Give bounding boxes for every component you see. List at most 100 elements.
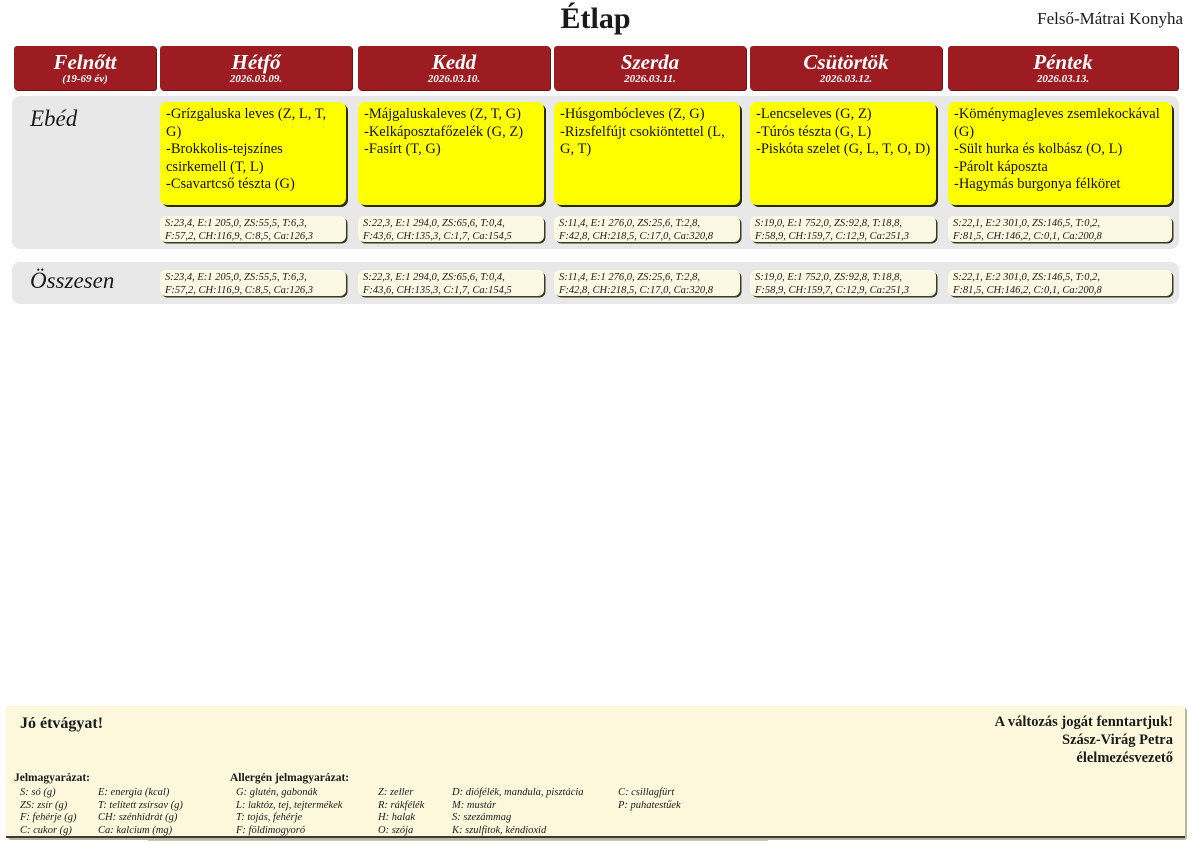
totals-line: S:23,4, E:1 205,0, ZS:55,5, T:6,3,: [165, 272, 307, 283]
totals-line: F:58,9, CH:159,7, C:12,9, Ca:251,3: [755, 284, 909, 296]
totals-block: Összesen S:23,4, E:1 205,0, ZS:55,5, T:6…: [12, 262, 1179, 304]
legend-entry: R: rákfélék: [378, 799, 425, 811]
day-header-name: Hétfő: [231, 49, 281, 74]
disclaimer-line-2: Szász-Virág Petra: [1062, 732, 1173, 748]
totals-card[interactable]: S:22,3, E:1 294,0, ZS:65,6, T:0,4,F:43,6…: [358, 270, 544, 296]
day-header-date: 2026.03.13.: [1036, 72, 1090, 85]
dish-line: -Köménymagleves zsemlekockával (G): [954, 106, 1160, 140]
nutrition-line: S:23,4, E:1 205,0, ZS:55,5, T:6,3,: [165, 218, 307, 229]
disclaimer-line-1: A változás jogát fenntartjuk!: [994, 714, 1173, 730]
day-header-date: 2026.03.11.: [624, 72, 676, 85]
bottom-edge-strip: [148, 840, 768, 844]
totals-card[interactable]: S:23,4, E:1 205,0, ZS:55,5, T:6,3,F:57,2…: [160, 270, 346, 296]
nutrition-line: F:81,5, CH:146,2, C:0,1, Ca:200,8: [953, 230, 1102, 242]
day-header-name: Csütörtök: [803, 49, 889, 74]
legend-column-nutrients-1: S: só (g)ZS: zsír (g)F: fehérje (g)C: cu…: [20, 787, 77, 837]
legend-entry: S: só (g): [20, 787, 56, 798]
footer-divider: [6, 836, 1185, 838]
dish-line: -Hagymás burgonya félköret: [954, 176, 1121, 192]
totals-line: S:19,0, E:1 752,0, ZS:92,8, T:18,8,: [755, 272, 902, 283]
totals-line: S:22,1, E:2 301,0, ZS:146,5, T:0,2,: [953, 272, 1100, 283]
nutrition-line: F:58,9, CH:159,7, C:12,9, Ca:251,3: [755, 230, 909, 242]
dish-line: -Májgaluskaleves (Z, T, G): [364, 106, 521, 122]
totals-line: S:22,3, E:1 294,0, ZS:65,6, T:0,4,: [363, 272, 505, 283]
dish-line: -Grízgaluska leves (Z, L, T, G): [166, 106, 327, 140]
legend-entry: F: fehérje (g): [20, 812, 77, 824]
disclaimer-line-3: élelmezésvezető: [1076, 750, 1173, 766]
legend-entry: C: cukor (g): [20, 824, 72, 836]
meal-label: Ebéd: [30, 106, 78, 131]
kitchen-name: Felső-Mátrai Konyha: [1037, 9, 1183, 28]
totals-card[interactable]: S:22,1, E:2 301,0, ZS:146,5, T:0,2,F:81,…: [948, 270, 1172, 296]
dish-card[interactable]: -Májgaluskaleves (Z, T, G)-Kelkáposztafő…: [358, 102, 544, 205]
dish-line: -Fasírt (T, G): [364, 141, 441, 157]
dish-line: -Brokkolis-tejszínes csirkemell (T, L): [166, 141, 283, 175]
dish-line: -Csavartcső tészta (G): [166, 176, 295, 192]
disclaimer-block: A változás jogát fenntartjuk! Szász-Virá…: [995, 713, 1173, 767]
legend-entry: Ca: kalcium (mg): [98, 824, 173, 836]
top-bar: Étlap Felső-Mátrai Konyha: [0, 0, 1191, 42]
totals-card[interactable]: S:19,0, E:1 752,0, ZS:92,8, T:18,8,F:58,…: [750, 270, 936, 296]
day-header-name: Kedd: [431, 49, 477, 74]
footer-panel: Jó étvágyat! A változás jogát fenntartju…: [6, 706, 1185, 838]
nutrition-line: S:22,1, E:2 301,0, ZS:146,5, T:0,2,: [953, 218, 1100, 229]
nutrition-card[interactable]: S:19,0, E:1 752,0, ZS:92,8, T:18,8,F:58,…: [750, 216, 936, 242]
day-header-date: (19-69 év): [62, 72, 108, 85]
nutrition-card[interactable]: S:22,3, E:1 294,0, ZS:65,6, T:0,4,F:43,6…: [358, 216, 544, 242]
legend-entry: CH: szénhidrát (g): [98, 812, 178, 824]
totals-label: Összesen: [30, 268, 115, 293]
dish-card[interactable]: -Grízgaluska leves (Z, L, T, G)-Brokkoli…: [160, 102, 346, 205]
day-header-date: 2026.03.09.: [229, 72, 283, 85]
dish-card[interactable]: -Lencseleves (G, Z)-Túrós tészta (G, L)-…: [750, 102, 936, 205]
nutrition-line: S:22,3, E:1 294,0, ZS:65,6, T:0,4,: [363, 218, 505, 229]
legend-entry: F: földimogyoró: [236, 824, 306, 836]
nutrition-card[interactable]: S:22,1, E:2 301,0, ZS:146,5, T:0,2,F:81,…: [948, 216, 1172, 242]
legend-entry: T: tojás, fehérje: [236, 812, 303, 824]
bon-appetit-text: Jó étvágyat!: [20, 715, 104, 732]
day-header-date: 2026.03.12.: [819, 72, 873, 85]
nutrition-card[interactable]: S:23,4, E:1 205,0, ZS:55,5, T:6,3,F:57,2…: [160, 216, 346, 242]
legend-entry: L: laktóz, tej, tejtermékek: [236, 799, 343, 811]
day-header-name: Péntek: [1033, 49, 1093, 74]
legend-entry: K: szulfitok, kéndioxid: [452, 824, 547, 836]
totals-line: S:11,4, E:1 276,0, ZS:25,6, T:2,8,: [559, 272, 700, 283]
legend-entry: T: telített zsírsav (g): [98, 799, 183, 811]
legend-entry: O: szója: [378, 824, 414, 836]
nutrition-card[interactable]: S:11,4, E:1 276,0, ZS:25,6, T:2,8,F:42,8…: [554, 216, 740, 242]
nutrition-line: S:11,4, E:1 276,0, ZS:25,6, T:2,8,: [559, 218, 700, 229]
meal-block-lunch: Ebéd -Grízgaluska leves (Z, L, T, G)-Bro…: [12, 96, 1179, 249]
dish-line: -Piskóta szelet (G, L, T, O, D): [756, 141, 931, 157]
dish-card[interactable]: -Húsgombócleves (Z, G)-Rizsfelfújt csoki…: [554, 102, 740, 205]
legend-entry: S: szezámmag: [452, 812, 512, 824]
legend-entry: M: mustár: [452, 799, 497, 811]
allergen-legend-title: Allergén jelmagyarázat:: [230, 772, 350, 784]
legend-entry: Z: zeller: [378, 787, 414, 798]
legend-entry: ZS: zsír (g): [20, 799, 68, 811]
dish-line: -Kelkáposztafőzelék (G, Z): [364, 123, 524, 140]
day-header-agegroup[interactable]: Felnőtt(19-69 év): [14, 46, 156, 90]
dish-line: -Párolt káposzta: [954, 158, 1048, 175]
nutrition-line: F:43,6, CH:135,3, C:1,7, Ca:154,5: [363, 230, 512, 242]
legend-entry: G: glutén, gabonák: [236, 787, 318, 798]
totals-card[interactable]: S:11,4, E:1 276,0, ZS:25,6, T:2,8,F:42,8…: [554, 270, 740, 296]
legend-column-nutrients-2: E: energia (kcal)T: telített zsírsav (g)…: [98, 787, 183, 837]
totals-line: F:42,8, CH:218,5, C:17,0, Ca:320,8: [559, 284, 713, 296]
totals-line: F:81,5, CH:146,2, C:0,1, Ca:200,8: [953, 284, 1102, 296]
legend-entry: C: csillagfürt: [618, 787, 675, 798]
legend-entry: D: diófélék, mandula, pisztácia: [452, 787, 584, 798]
dish-line: -Túrós tészta (G, L): [756, 123, 872, 140]
dish-card[interactable]: -Köménymagleves zsemlekockával (G)-Sült …: [948, 102, 1172, 205]
dish-line: -Rizsfelfújt csokiöntettel (L, G, T): [560, 123, 725, 158]
day-header-name: Felnőtt: [53, 49, 117, 74]
legend-title: Jelmagyarázat:: [14, 772, 90, 784]
